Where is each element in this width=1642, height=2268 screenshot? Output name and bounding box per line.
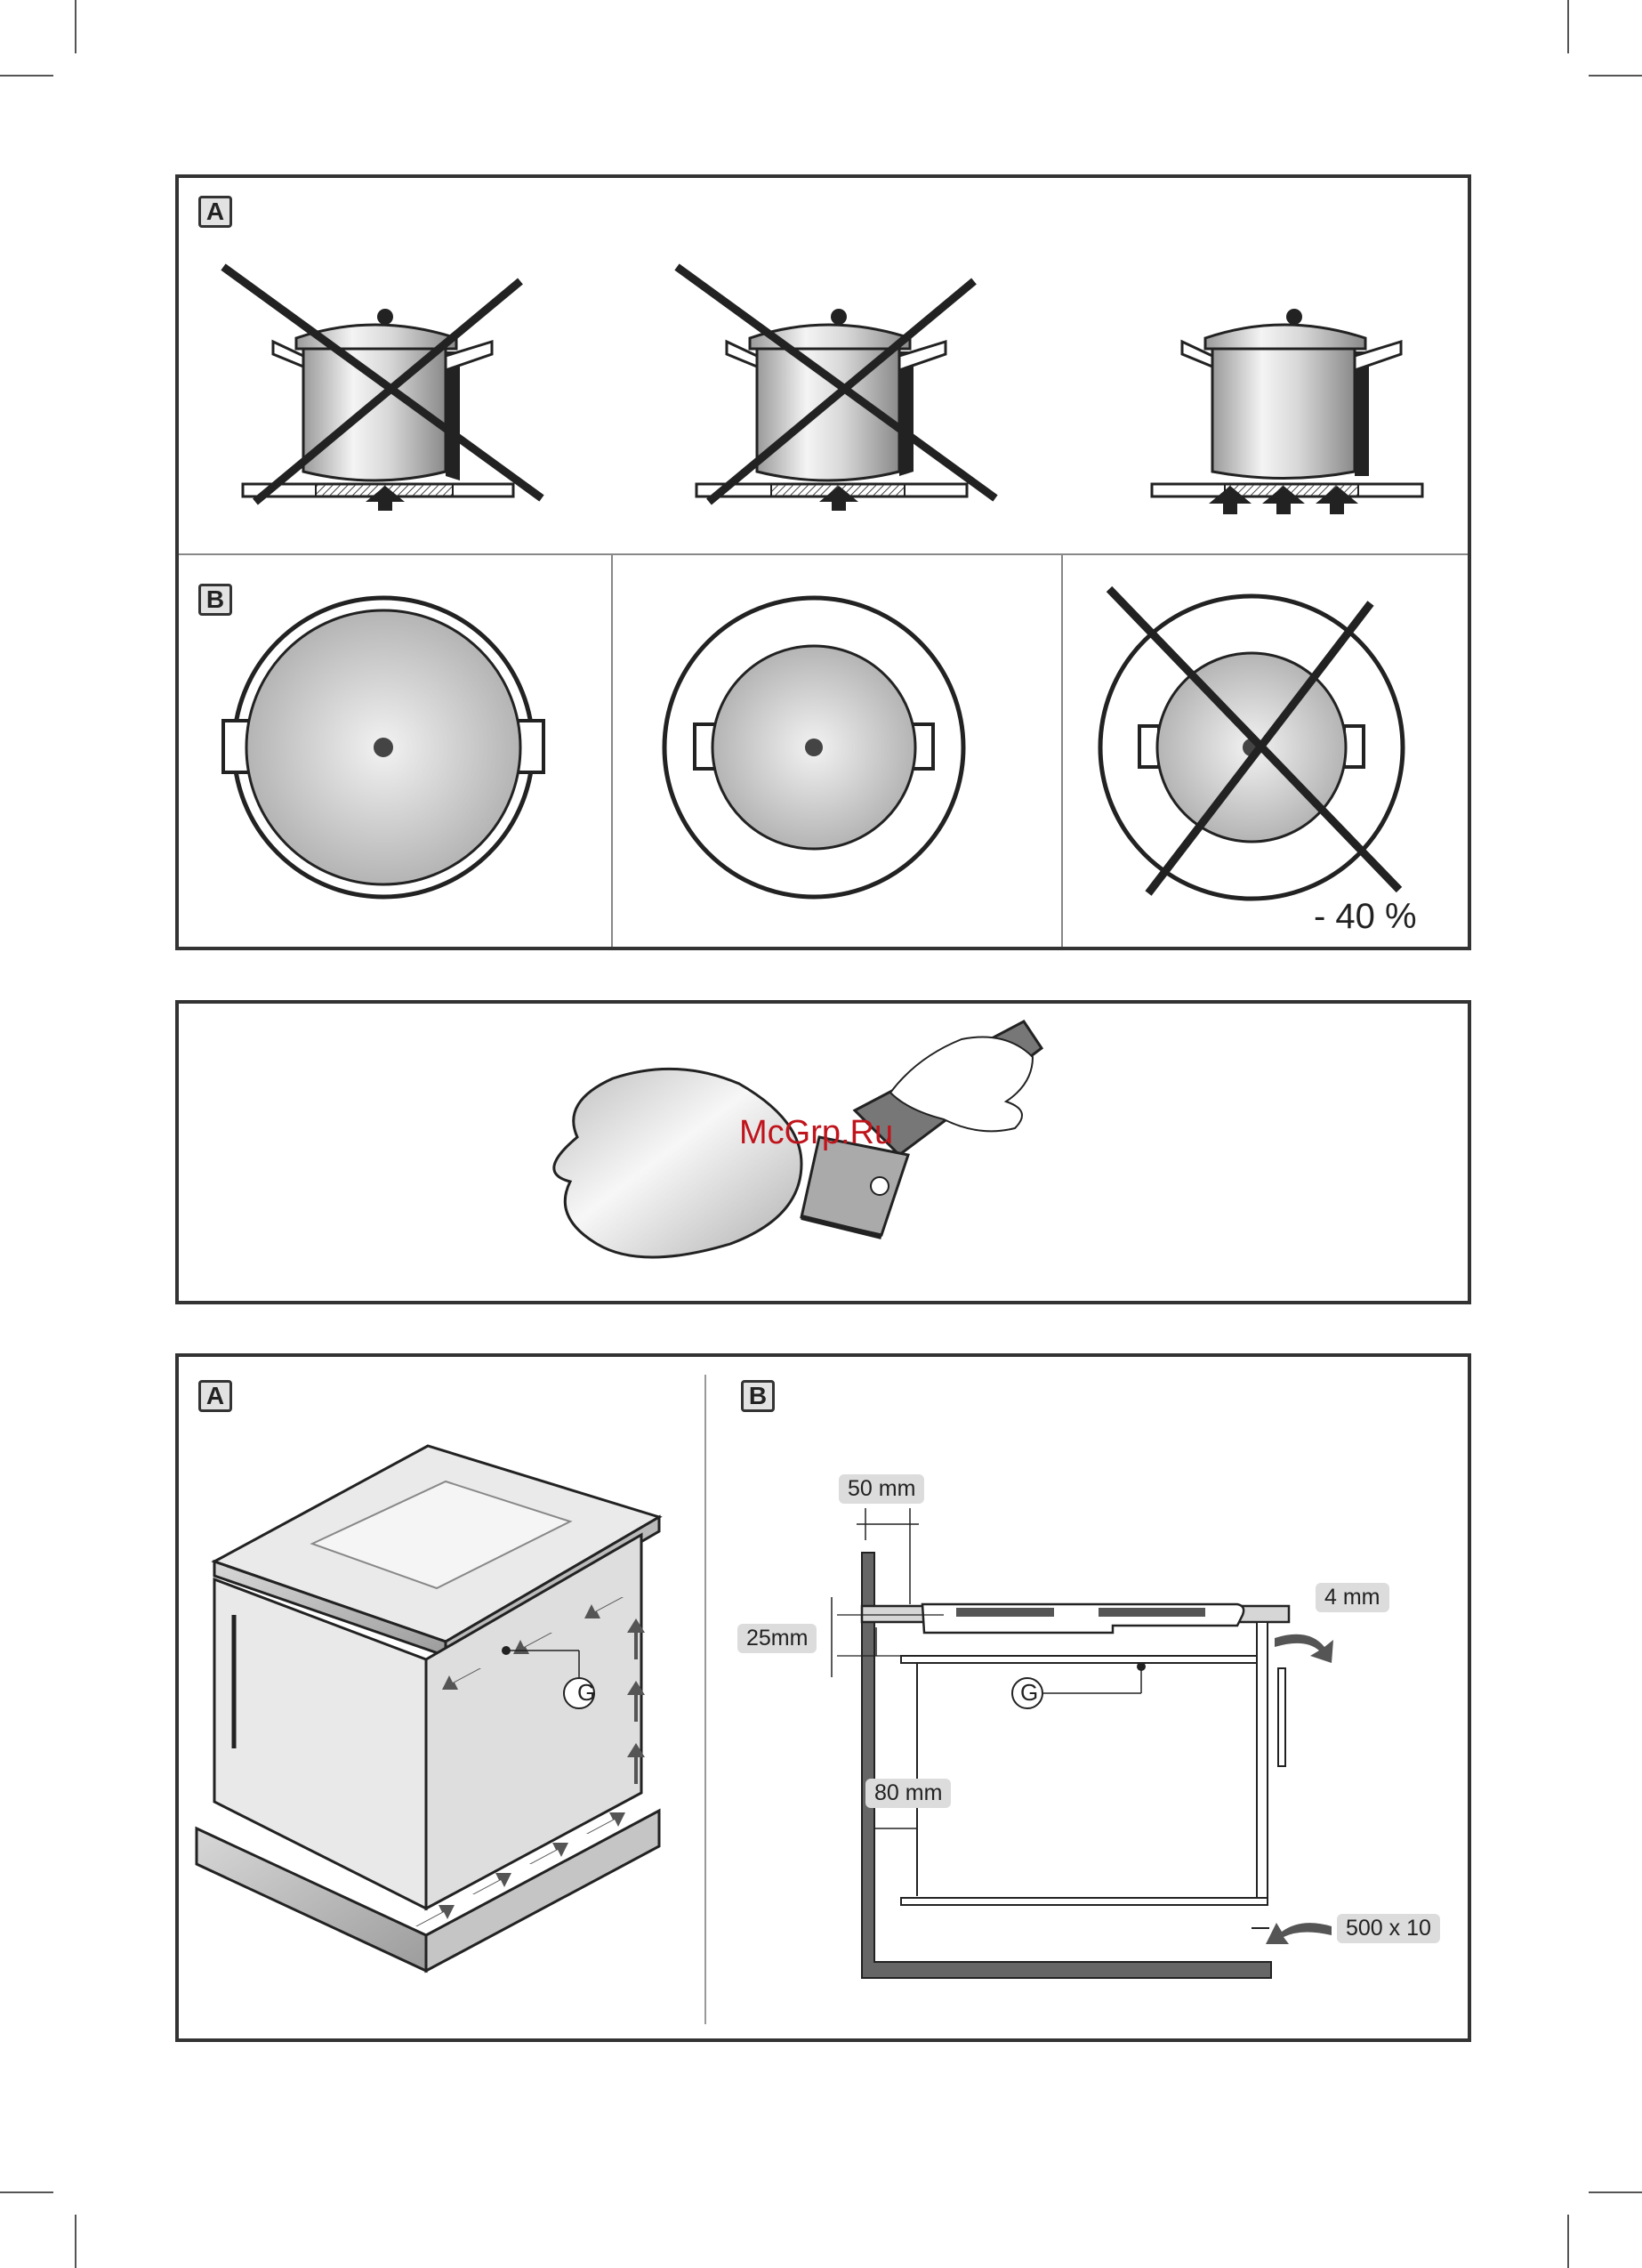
figure-scraper-cleaning: McGrp.Ru — [175, 1000, 1471, 1304]
pot-large-base — [677, 267, 995, 511]
crop-mark — [75, 0, 76, 53]
pot-small-base — [223, 267, 542, 511]
cabinet-cross-section — [832, 1508, 1333, 1978]
crop-mark — [0, 2191, 53, 2193]
watermark: McGrp.Ru — [739, 1114, 893, 1152]
crop-mark — [75, 2215, 76, 2268]
label-a: A — [198, 1380, 232, 1412]
crop-mark — [1567, 2215, 1569, 2268]
top-view-pot-correct — [664, 598, 963, 897]
crop-mark — [1567, 0, 1569, 53]
dimension-80mm: 80 mm — [865, 1779, 951, 1808]
dimension-25mm: 25mm — [737, 1624, 817, 1653]
top-view-pot-too-small — [1100, 589, 1403, 899]
crop-mark — [1589, 2191, 1642, 2193]
cabinet-perspective — [197, 1446, 659, 1971]
efficiency-loss-label: - 40 % — [1314, 897, 1417, 937]
installation-drawings — [179, 1357, 1468, 2038]
figure-installation: A B G G 50 mm 25mm 80 mm 4 mm 500 x 10 — [175, 1353, 1471, 2042]
pot-correct-base — [1152, 309, 1422, 514]
dimension-50mm: 50 mm — [839, 1474, 924, 1504]
figure-pot-size: A B - 40 % — [175, 174, 1471, 950]
marker-g: G — [577, 1679, 595, 1707]
label-a: A — [198, 196, 232, 228]
dimension-4mm: 4 mm — [1316, 1583, 1389, 1612]
scraper-illustration — [179, 1004, 1468, 1301]
dimension-500x10: 500 x 10 — [1337, 1914, 1440, 1943]
crop-mark — [0, 75, 53, 77]
pot-illustrations — [179, 178, 1468, 947]
top-view-pot-too-large — [223, 598, 543, 897]
label-b: B — [741, 1380, 775, 1412]
label-b: B — [198, 584, 232, 616]
crop-mark — [1589, 75, 1642, 77]
marker-g: G — [1020, 1679, 1038, 1707]
